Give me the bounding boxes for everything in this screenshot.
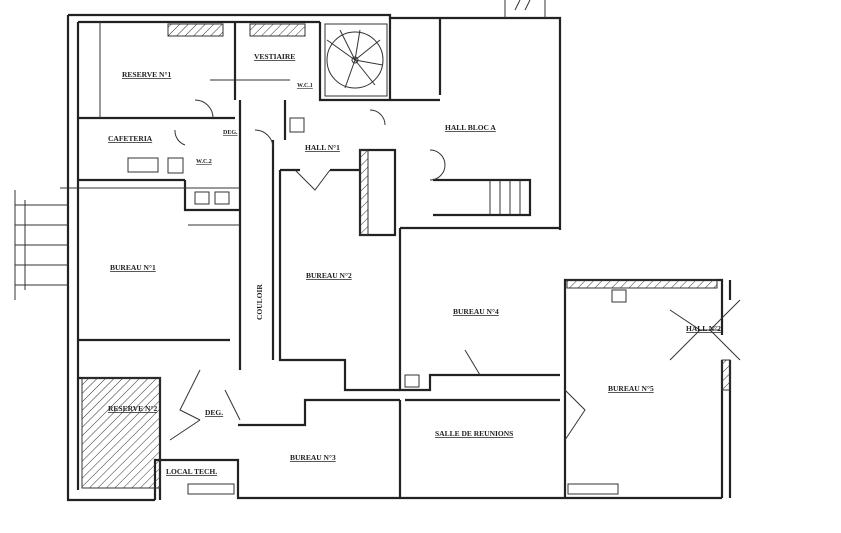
room-label: BUREAU N°3 xyxy=(290,453,336,462)
room-label: LOCAL TECH. xyxy=(166,467,217,476)
room-label: BUREAU N°1 xyxy=(110,263,156,272)
room-label: RESERVE N°2 xyxy=(108,404,157,413)
room-label: DEG. xyxy=(223,130,238,136)
room-label: CAFETERIA xyxy=(108,134,153,143)
room-label: RESERVE N°1 xyxy=(122,70,171,79)
room-label: SALLE DE REUNIONS xyxy=(435,429,513,438)
room-label: BUREAU N°2 xyxy=(306,271,352,280)
room-label: BUREAU N°5 xyxy=(608,384,654,393)
hatched-areas xyxy=(81,23,731,489)
room-label: DEG. xyxy=(205,408,223,417)
room-label: BUREAU N°4 xyxy=(453,307,499,316)
room-labels: RESERVE N°1 VESTIAIRE W.C.1 DEG. CAFETER… xyxy=(108,52,721,476)
room-label: COULOIR xyxy=(255,284,264,320)
room-label: HALL N°2 xyxy=(686,324,721,333)
room-label: W.C.1 xyxy=(297,83,313,89)
room-label: W.C.2 xyxy=(196,159,212,165)
room-label: HALL BLOC A xyxy=(445,123,496,132)
room-label: VESTIAIRE xyxy=(254,52,295,61)
room-label: HALL N°1 xyxy=(305,143,340,152)
